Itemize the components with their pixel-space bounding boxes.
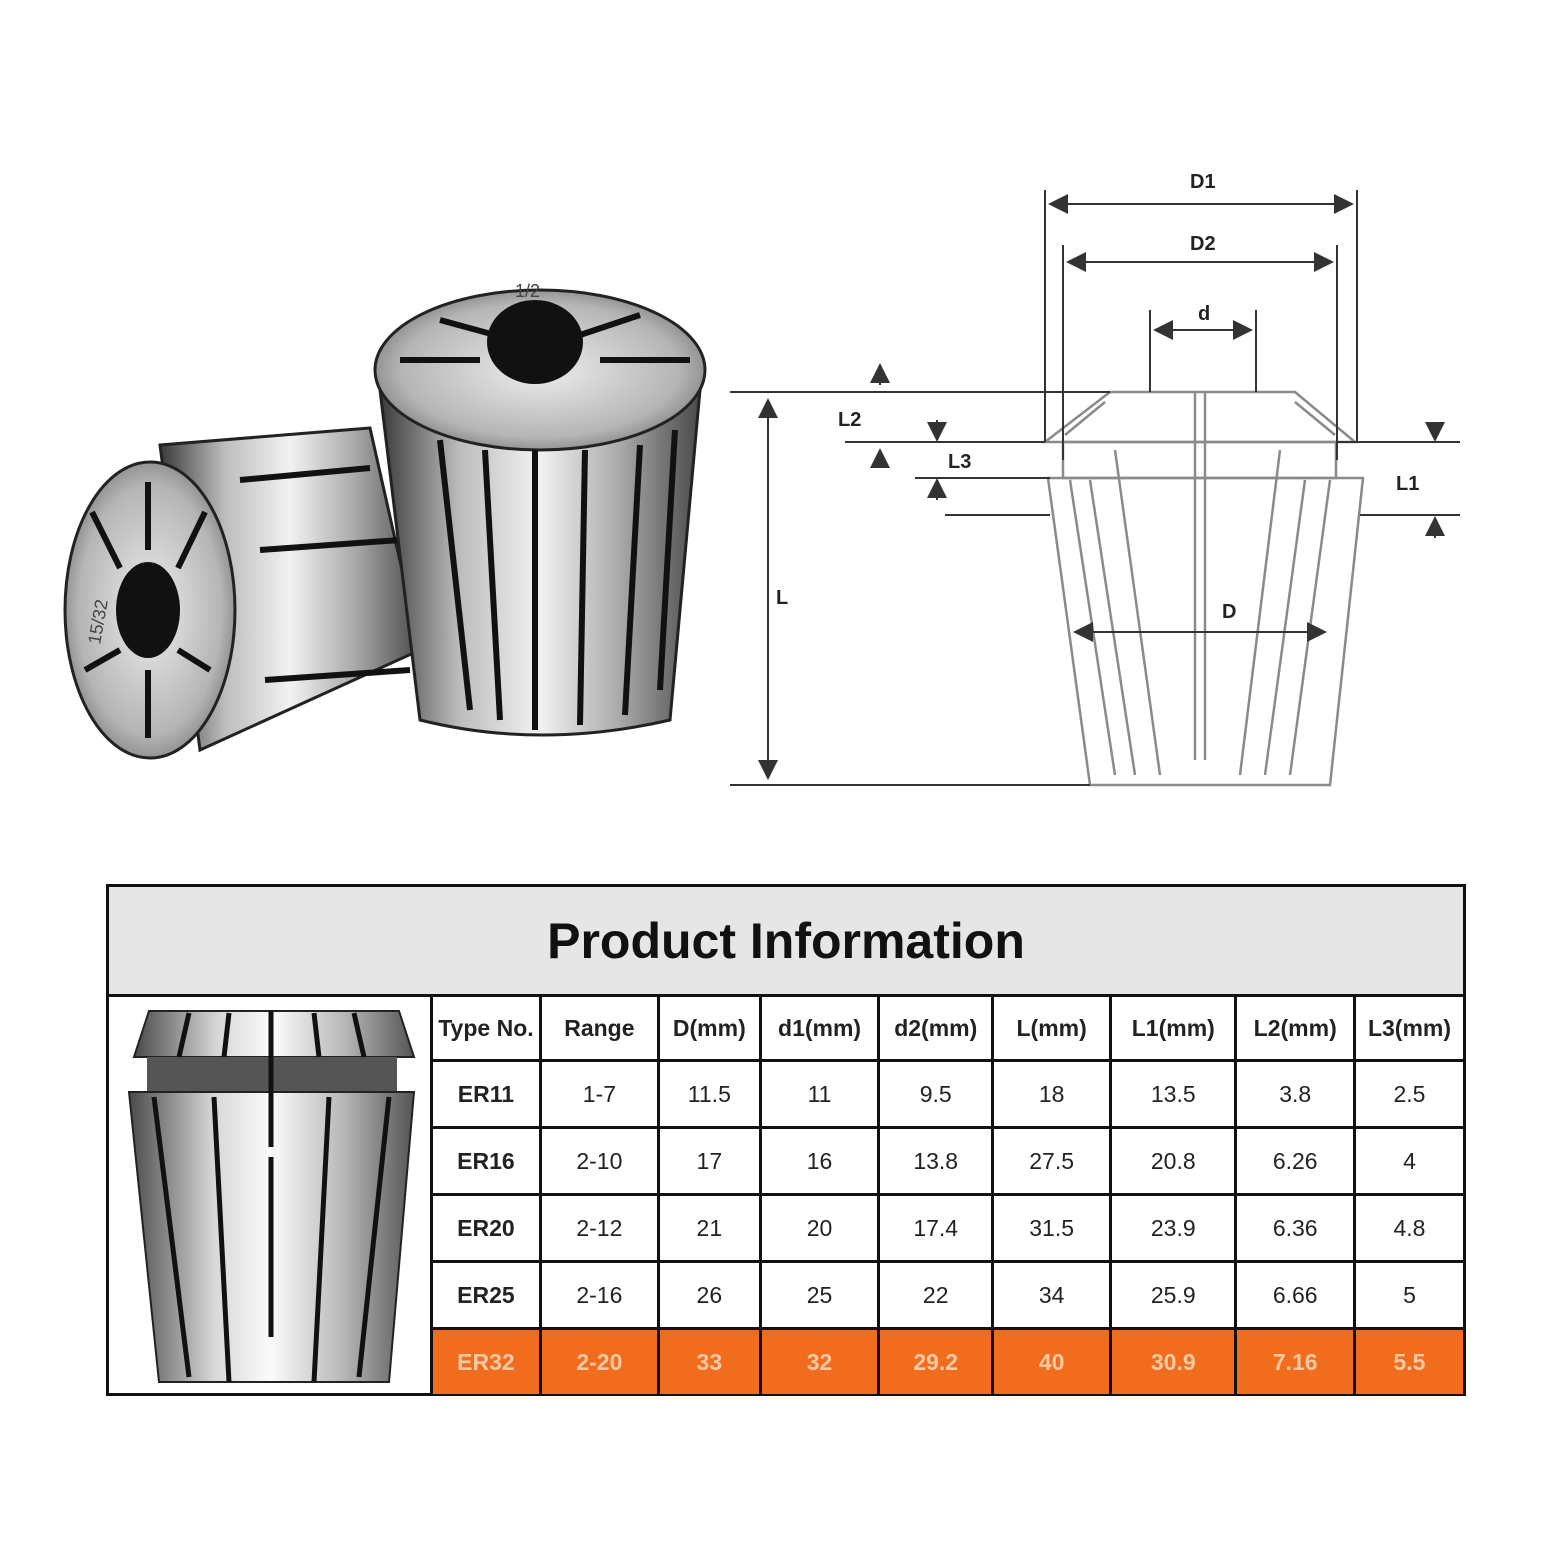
cell-type: ER11 — [433, 1059, 542, 1129]
collet-thumbnail-image — [127, 1010, 416, 1383]
table-row: ER16 2-10 17 16 13.8 27.5 20.8 6.26 4 — [433, 1126, 1463, 1196]
table-row: ER20 2-12 21 20 17.4 31.5 23.9 6.36 4.8 — [433, 1193, 1463, 1263]
cell-range: 2-16 — [538, 1260, 660, 1330]
col-header-D: D(mm) — [656, 997, 762, 1062]
label-L2: L2 — [838, 409, 861, 431]
dimension-lines — [730, 190, 1460, 786]
cell-D: 26 — [656, 1260, 762, 1330]
spec-table: Type No. Range D(mm) d1(mm) d2(mm) L(mm)… — [433, 997, 1463, 1394]
cell-L1: 23.9 — [1109, 1193, 1238, 1263]
collet-outline — [1041, 390, 1365, 787]
cell-L1: 25.9 — [1109, 1260, 1238, 1330]
table-row: ER25 2-16 26 25 22 34 25.9 6.66 5 — [433, 1260, 1463, 1330]
cell-L2: 6.36 — [1234, 1193, 1356, 1263]
cell-L: 27.5 — [991, 1126, 1113, 1196]
cell-d1: 16 — [758, 1126, 881, 1196]
cell-d1: 32 — [758, 1327, 881, 1394]
cell-d1: 11 — [758, 1059, 881, 1129]
col-header-L: L(mm) — [991, 997, 1113, 1062]
cell-range: 2-12 — [538, 1193, 660, 1263]
col-header-d1: d1(mm) — [758, 997, 881, 1062]
right-collet-marking: 1/2 — [515, 281, 540, 301]
collet-photo: 15/32 1/2 — [63, 281, 707, 760]
cell-d1: 20 — [758, 1193, 881, 1263]
cell-L1: 13.5 — [1109, 1059, 1238, 1129]
label-L1: L1 — [1396, 473, 1419, 495]
cell-L: 31.5 — [991, 1193, 1113, 1263]
cell-D: 33 — [656, 1327, 762, 1394]
table-row-highlighted: ER32 2-20 33 32 29.2 40 30.9 7.16 5.5 — [433, 1327, 1463, 1394]
dimension-labels: D1 D2 d L2 L3 L1 L D — [776, 171, 1419, 623]
cell-L3: 4 — [1352, 1126, 1463, 1196]
cell-L1: 20.8 — [1109, 1126, 1238, 1196]
cell-L3: 5 — [1352, 1260, 1463, 1330]
left-collet: 15/32 — [63, 426, 422, 760]
label-D1: D1 — [1190, 171, 1216, 193]
info-title: Product Information — [547, 912, 1025, 969]
label-D: D — [1222, 601, 1236, 623]
col-header-L3: L3(mm) — [1352, 997, 1463, 1062]
cell-L2: 3.8 — [1234, 1059, 1356, 1129]
cell-L: 34 — [991, 1260, 1113, 1330]
cell-type: ER32 — [433, 1327, 542, 1394]
cell-L2: 6.66 — [1234, 1260, 1356, 1330]
info-header: Product Information — [109, 887, 1463, 997]
cell-D: 21 — [656, 1193, 762, 1263]
cell-type: ER16 — [433, 1126, 542, 1196]
right-collet: 1/2 — [373, 281, 707, 737]
cell-range: 2-10 — [538, 1126, 660, 1196]
cell-type: ER20 — [433, 1193, 542, 1263]
table-row: ER11 1-7 11.5 11 9.5 18 13.5 3.8 2.5 — [433, 1059, 1463, 1129]
cell-L: 40 — [991, 1327, 1113, 1394]
cell-L2: 6.26 — [1234, 1126, 1356, 1196]
cell-L2: 7.16 — [1234, 1327, 1356, 1394]
cell-d2: 9.5 — [877, 1059, 995, 1129]
cell-L3: 4.8 — [1352, 1193, 1463, 1263]
dimension-diagram: D1 D2 d L2 L3 L1 L D — [730, 171, 1460, 787]
cell-d1: 25 — [758, 1260, 881, 1330]
col-header-L2: L2(mm) — [1234, 997, 1356, 1062]
cell-range: 2-20 — [538, 1327, 660, 1394]
cell-type: ER25 — [433, 1260, 542, 1330]
col-header-type: Type No. — [433, 997, 542, 1062]
product-info-panel: Product Information — [106, 884, 1466, 1396]
label-d: d — [1198, 303, 1210, 325]
cell-L: 18 — [991, 1059, 1113, 1129]
col-header-d2: d2(mm) — [877, 997, 995, 1062]
label-L3: L3 — [948, 451, 971, 473]
cell-d2: 22 — [877, 1260, 995, 1330]
cell-L3: 2.5 — [1352, 1059, 1463, 1129]
col-header-L1: L1(mm) — [1109, 997, 1238, 1062]
cell-range: 1-7 — [538, 1059, 660, 1129]
table-header-row: Type No. Range D(mm) d1(mm) d2(mm) L(mm)… — [433, 997, 1463, 1062]
cell-D: 17 — [656, 1126, 762, 1196]
label-L: L — [776, 587, 788, 609]
label-D2: D2 — [1190, 233, 1216, 255]
cell-L3: 5.5 — [1352, 1327, 1463, 1394]
col-header-range: Range — [538, 997, 660, 1062]
cell-D: 11.5 — [656, 1059, 762, 1129]
collet-thumbnail — [109, 997, 433, 1393]
cell-d2: 17.4 — [877, 1193, 995, 1263]
cell-d2: 29.2 — [877, 1327, 995, 1394]
cell-d2: 13.8 — [877, 1126, 995, 1196]
cell-L1: 30.9 — [1109, 1327, 1238, 1394]
